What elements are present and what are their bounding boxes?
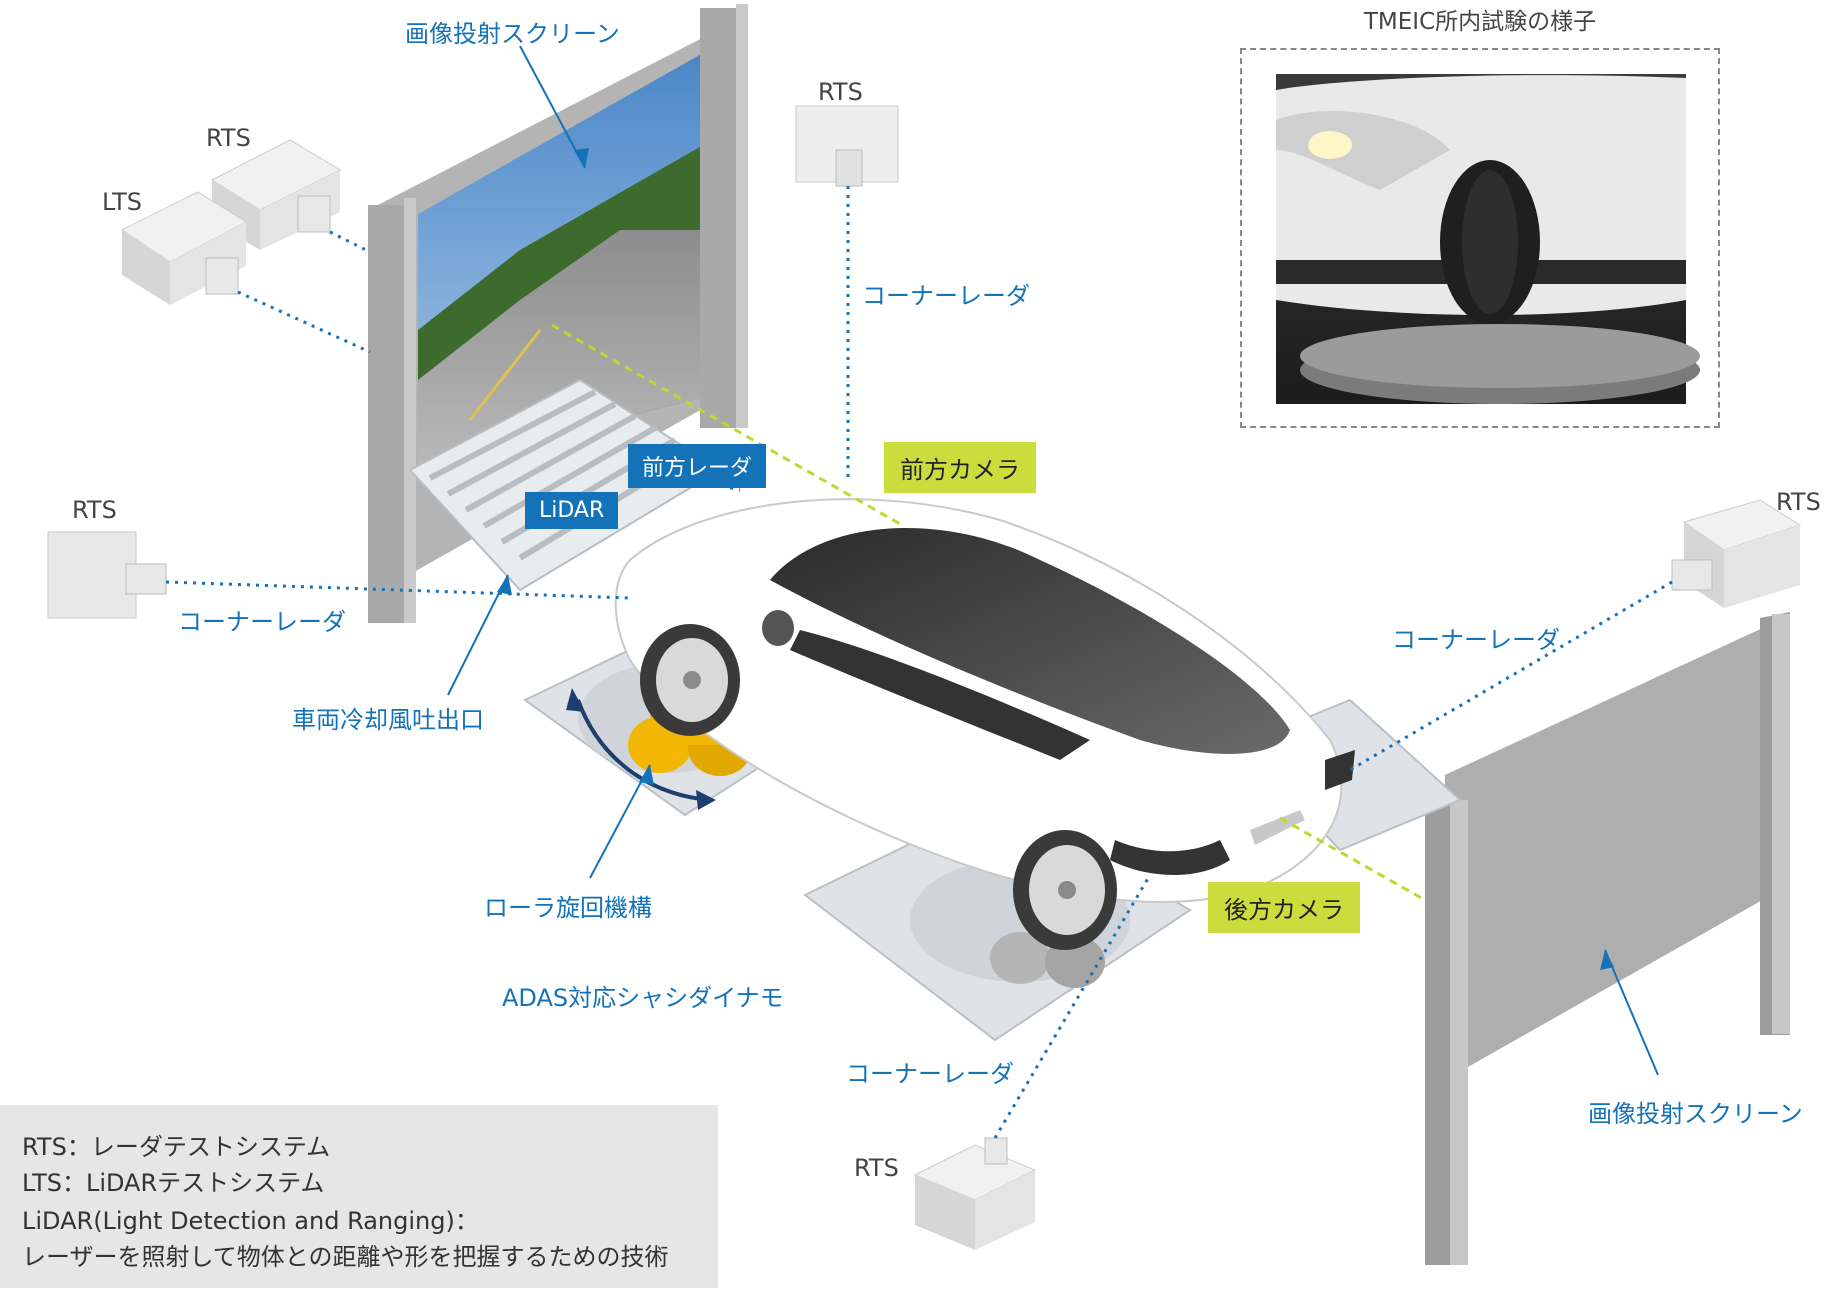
rts-box-bottom — [915, 1138, 1035, 1250]
tag-rear-camera: 後方カメラ — [1208, 882, 1360, 933]
right-projection-screen — [1425, 612, 1790, 1265]
label-corner-radar-bottom: コーナーレーダ — [846, 1054, 1014, 1089]
label-roller-mechanism: ローラ旋回機構 — [484, 888, 652, 923]
label-screen-top: 画像投射スクリーン — [405, 14, 620, 49]
legend-box: RTS：レーダテストシステム LTS：LiDARテストシステム LiDAR(Li… — [0, 1105, 718, 1288]
tag-front-radar: 前方レーダ — [628, 444, 766, 488]
front-wheel — [640, 624, 740, 736]
label-corner-radar-right: コーナーレーダ — [1392, 620, 1560, 655]
legend-line-rts: RTS：レーダテストシステム — [22, 1127, 330, 1162]
label-rts-left: RTS — [72, 496, 117, 524]
rts-box-right — [1672, 500, 1800, 608]
label-rts-bottom: RTS — [854, 1154, 899, 1182]
inset-photo-frame — [1240, 48, 1720, 428]
inset-photo-title: TMEIC所内試験の様子 — [1240, 2, 1720, 36]
legend-line-lts: LTS：LiDARテストシステム — [22, 1163, 324, 1198]
label-screen-right: 画像投射スクリーン — [1588, 1094, 1803, 1129]
tag-lidar: LiDAR — [525, 492, 618, 529]
rts-box-left — [48, 532, 166, 618]
label-adas-dyno: ADAS対応シャシダイナモ — [502, 978, 784, 1013]
label-rts-right: RTS — [1776, 488, 1821, 516]
rts-box-top-center — [796, 106, 898, 186]
rear-wheel — [1013, 830, 1117, 950]
label-corner-radar-left: コーナーレーダ — [178, 602, 346, 637]
legend-line-lidar-term: LiDAR(Light Detection and Ranging)： — [22, 1201, 479, 1236]
label-lts: LTS — [102, 188, 142, 216]
legend-line-lidar-description: レーザーを照射して物体との距離や形を把握するための技術 — [22, 1237, 669, 1272]
label-cooling-outlet: 車両冷却風吐出口 — [292, 700, 484, 735]
label-rts-top-center: RTS — [818, 78, 863, 106]
label-corner-radar-top: コーナーレーダ — [862, 276, 1030, 311]
tag-front-camera: 前方カメラ — [884, 442, 1036, 493]
label-rts-top-left: RTS — [206, 124, 251, 152]
